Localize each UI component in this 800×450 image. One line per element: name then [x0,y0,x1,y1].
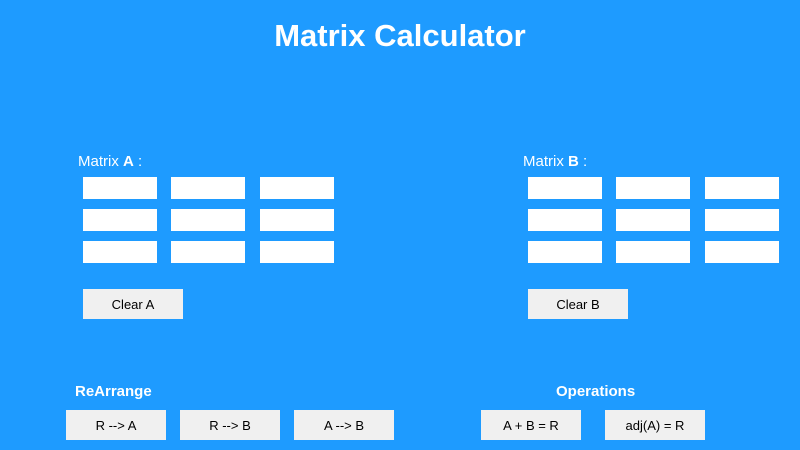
adjoint-a-button[interactable]: adj(A) = R [605,410,705,440]
matrix-a-cell-3-1[interactable] [83,241,157,263]
matrix-b-label-prefix: Matrix [523,153,568,170]
matrix-a-cell-2-1[interactable] [83,209,157,231]
r-to-b-button[interactable]: R --> B [180,410,280,440]
matrix-b-cell-3-2[interactable] [616,241,690,263]
add-a-b-button[interactable]: A + B = R [481,410,581,440]
clear-a-button[interactable]: Clear A [83,289,183,319]
matrix-b-label: Matrix B : [523,153,587,170]
matrix-b-cell-2-3[interactable] [705,209,779,231]
matrix-b-cell-2-2[interactable] [616,209,690,231]
matrix-a-cell-3-2[interactable] [171,241,245,263]
operations-heading: Operations [556,383,636,400]
matrix-a-cell-3-3[interactable] [260,241,334,263]
matrix-b-cell-1-3[interactable] [705,177,779,199]
matrix-a-cell-2-2[interactable] [171,209,245,231]
clear-b-button[interactable]: Clear B [528,289,628,319]
matrix-a-cell-1-2[interactable] [171,177,245,199]
matrix-b-cell-1-1[interactable] [528,177,602,199]
matrix-a-cell-1-1[interactable] [83,177,157,199]
matrix-a-label-prefix: Matrix [78,153,123,170]
matrix-b-label-name: B [568,153,579,170]
matrix-b-label-suffix: : [578,153,588,170]
matrix-b-cell-3-1[interactable] [528,241,602,263]
matrix-b-cell-2-1[interactable] [528,209,602,231]
page-title: Matrix Calculator [274,18,526,53]
matrix-a-label: Matrix A : [78,153,142,170]
matrix-b-cell-1-2[interactable] [616,177,690,199]
a-to-b-button[interactable]: A --> B [294,410,394,440]
r-to-a-button[interactable]: R --> A [66,410,166,440]
matrix-a-label-suffix: : [133,153,143,170]
matrix-b-cell-3-3[interactable] [705,241,779,263]
rearrange-heading: ReArrange [75,383,152,400]
matrix-a-label-name: A [123,153,134,170]
matrix-a-cell-2-3[interactable] [260,209,334,231]
matrix-a-cell-1-3[interactable] [260,177,334,199]
